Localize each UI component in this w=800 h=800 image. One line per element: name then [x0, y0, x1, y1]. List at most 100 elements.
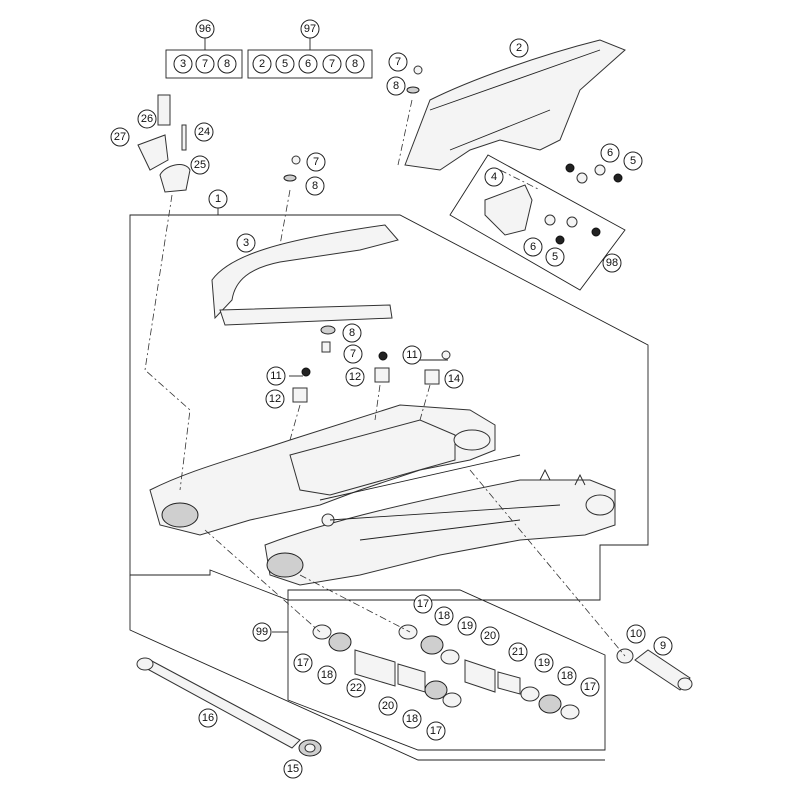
callout-10: 10 [626, 624, 646, 644]
svg-text:96: 96 [199, 23, 211, 35]
svg-text:22: 22 [350, 682, 362, 694]
callout-15: 15 [283, 759, 303, 779]
kit-96-item: 7 [202, 58, 208, 70]
callout-18: 18 [317, 665, 337, 685]
swingarm-axle-16 [136, 657, 301, 749]
svg-text:25: 25 [194, 159, 206, 171]
svg-text:18: 18 [321, 669, 333, 681]
callout-19: 19 [457, 616, 477, 636]
callout-17: 17 [426, 721, 446, 741]
callout-17: 17 [580, 677, 600, 697]
svg-text:19: 19 [461, 620, 473, 632]
bearing-kit-parts [312, 624, 580, 720]
svg-text:8: 8 [312, 180, 318, 192]
kit-97-item: 7 [329, 58, 335, 70]
callout-27: 27 [110, 127, 130, 147]
svg-text:14: 14 [448, 373, 460, 385]
svg-text:97: 97 [304, 23, 316, 35]
svg-text:11: 11 [270, 370, 281, 382]
callout-2: 2 [509, 38, 529, 58]
callout-26: 26 [137, 109, 157, 129]
kit-97-item: 2 [259, 58, 265, 70]
chain-guide-part-3 [211, 224, 399, 326]
hardware [283, 65, 623, 403]
callout-6: 6 [600, 143, 620, 163]
svg-text:26: 26 [141, 113, 153, 125]
svg-text:20: 20 [382, 700, 394, 712]
kit-97-box [247, 38, 373, 79]
svg-text:3: 3 [243, 237, 249, 249]
callout-6: 6 [523, 237, 543, 257]
callout-98: 98 [602, 253, 622, 273]
svg-text:20: 20 [484, 630, 496, 642]
sprocket-guard-part-4 [484, 184, 533, 236]
callout-18: 18 [402, 709, 422, 729]
callout-4: 4 [484, 167, 504, 187]
svg-text:7: 7 [350, 348, 356, 360]
callout-11: 11 [402, 345, 422, 365]
callout-8: 8 [305, 176, 325, 196]
callout-leaders [289, 359, 448, 377]
svg-text:1: 1 [215, 193, 221, 205]
callout-8: 8 [386, 76, 406, 96]
svg-text:18: 18 [438, 610, 450, 622]
callout-17: 17 [293, 653, 313, 673]
svg-text:8: 8 [349, 327, 355, 339]
svg-text:11: 11 [406, 349, 417, 361]
svg-text:12: 12 [349, 371, 361, 383]
axle-leader [129, 575, 605, 761]
bearing-kit-99-frame [287, 589, 606, 751]
chain-guard-part-2 [404, 39, 626, 171]
callout-12: 12 [265, 389, 285, 409]
callouts: 96 97 2 7 8 26 24 27 25 7 8 6 5 4 1 3 6 … [110, 19, 673, 779]
callout-11: 11 [266, 366, 286, 386]
callout-7: 7 [306, 152, 326, 172]
svg-text:17: 17 [297, 657, 309, 669]
callout-3: 3 [236, 233, 256, 253]
svg-text:19: 19 [538, 657, 550, 669]
callout-18: 18 [434, 606, 454, 626]
callout-12: 12 [345, 367, 365, 387]
callout-25: 25 [190, 155, 210, 175]
callout-1: 1 [208, 189, 228, 209]
svg-text:8: 8 [393, 80, 399, 92]
kit-97-item: 6 [305, 58, 311, 70]
kit-98-frame [449, 154, 626, 291]
svg-text:6: 6 [530, 241, 536, 253]
svg-text:7: 7 [395, 56, 401, 68]
callout-7: 7 [343, 344, 363, 364]
callout-5: 5 [545, 247, 565, 267]
nut-15 [298, 739, 322, 757]
svg-text:24: 24 [198, 126, 210, 138]
callout-8: 8 [342, 323, 362, 343]
kit-96-item: 3 [180, 58, 186, 70]
svg-text:10: 10 [630, 628, 642, 640]
kit-96-items: 3 7 8 [173, 54, 237, 74]
svg-text:17: 17 [417, 598, 429, 610]
svg-text:27: 27 [114, 131, 126, 143]
svg-text:18: 18 [406, 713, 418, 725]
callout-19: 19 [534, 653, 554, 673]
svg-text:5: 5 [630, 155, 636, 167]
svg-text:17: 17 [584, 681, 596, 693]
svg-text:15: 15 [287, 763, 299, 775]
brake-line-clip [137, 94, 191, 193]
swingarm [149, 404, 616, 586]
kit-97-item: 5 [282, 58, 288, 70]
callout-5: 5 [623, 151, 643, 171]
svg-text:7: 7 [313, 156, 319, 168]
callout-7: 7 [388, 52, 408, 72]
callout-16: 16 [198, 708, 218, 728]
callout-21: 21 [508, 642, 528, 662]
callout-20: 20 [378, 696, 398, 716]
leader-lines [144, 99, 626, 657]
svg-text:21: 21 [512, 646, 524, 658]
pivot-bolt-9 [634, 649, 693, 691]
assembly-1-frame [129, 214, 649, 601]
svg-text:17: 17 [430, 725, 442, 737]
svg-text:9: 9 [660, 640, 666, 652]
callout-9: 9 [653, 636, 673, 656]
svg-text:12: 12 [269, 393, 281, 405]
